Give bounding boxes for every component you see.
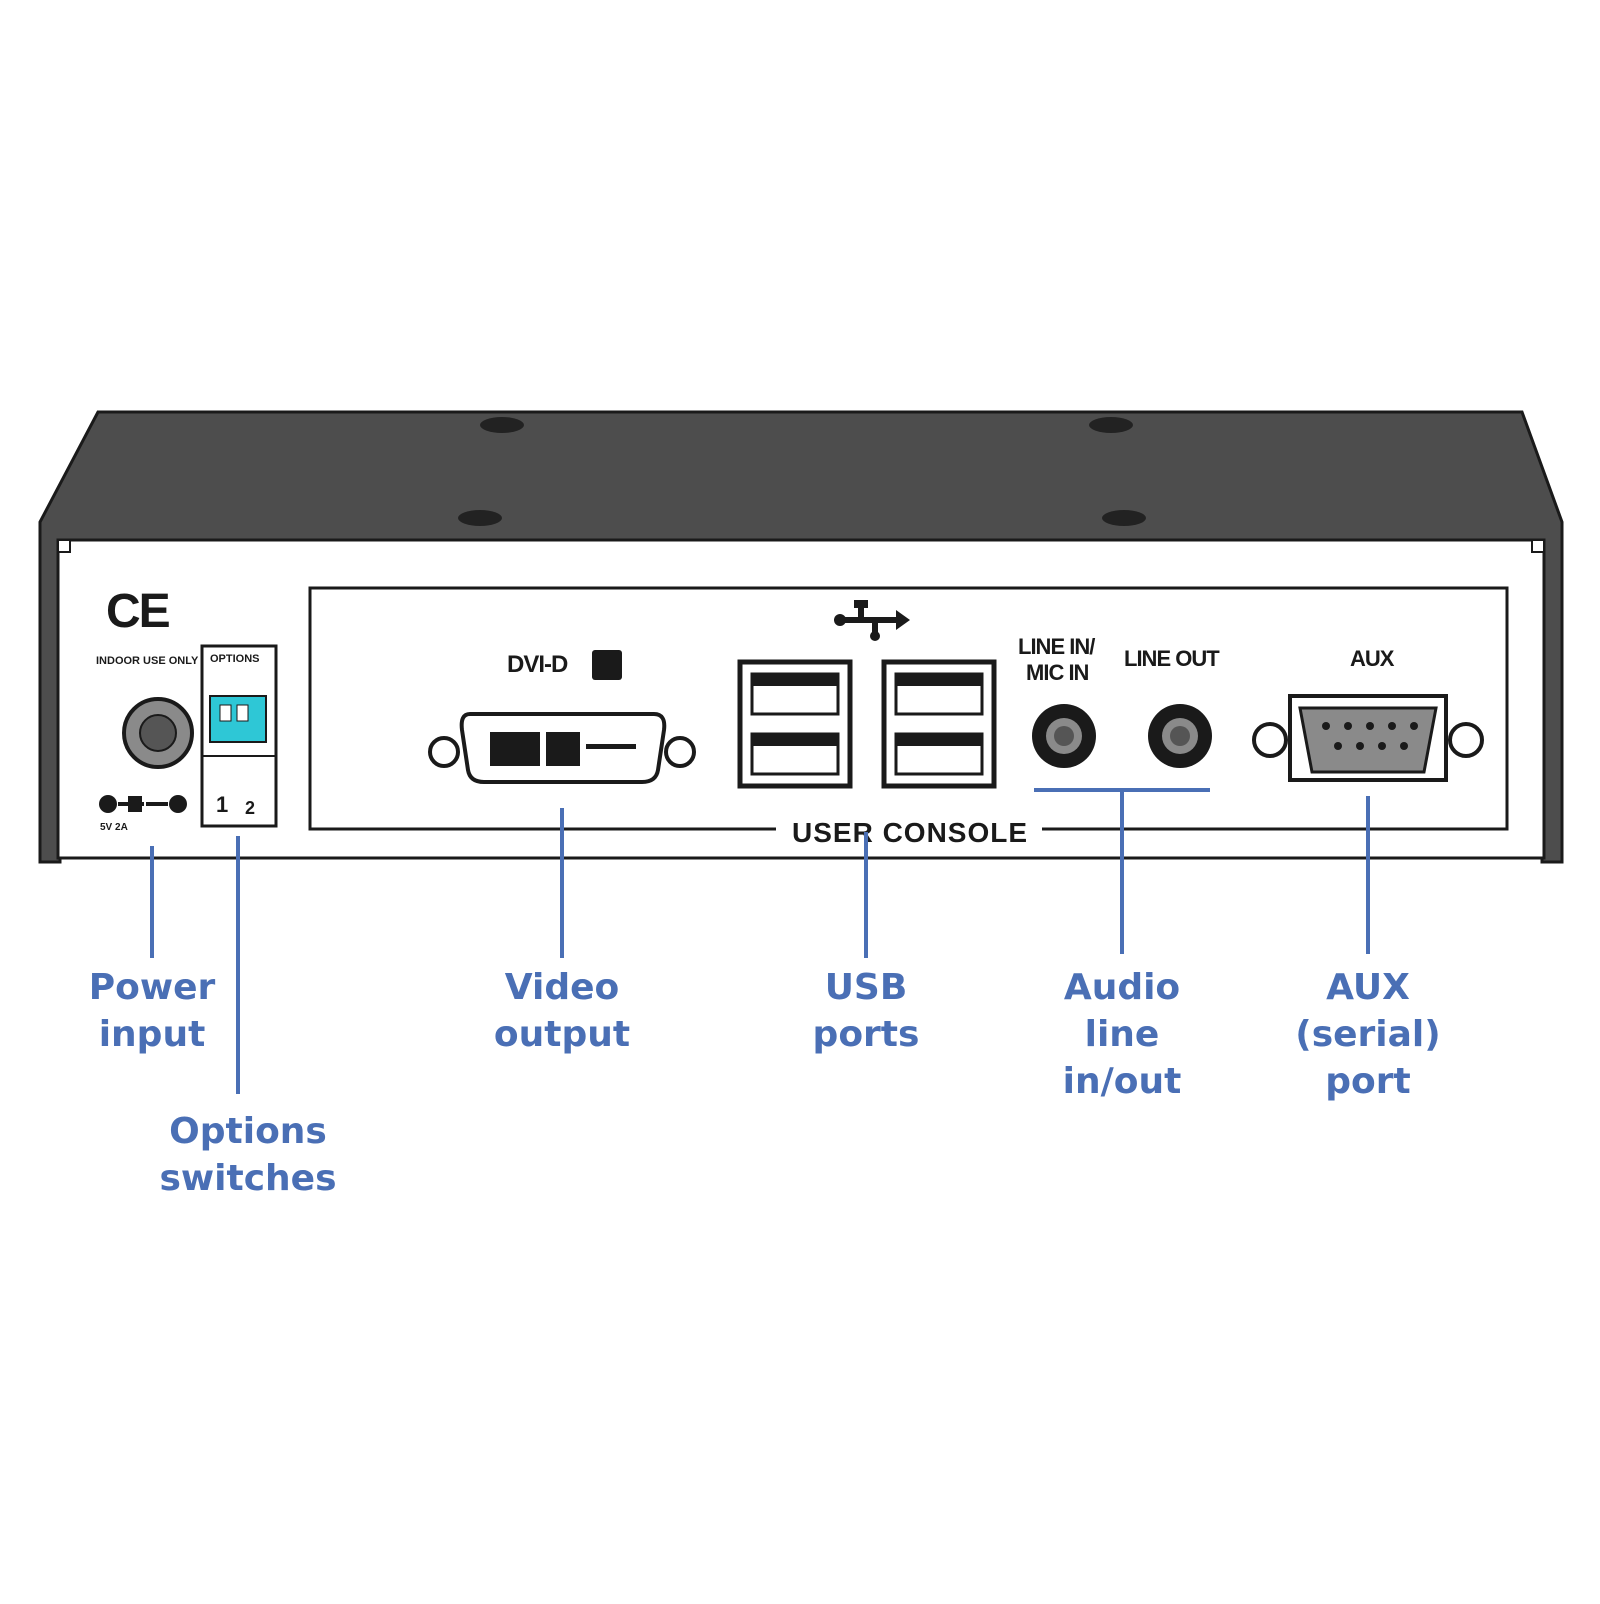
console-label-gap (776, 818, 1042, 842)
audio-port-group: LINE IN/ MIC IN LINE OUT (1018, 634, 1221, 768)
options-switch-block: OPTIONS 1 2 (200, 644, 278, 828)
switch-number-1: 1 (216, 792, 228, 817)
usb-port-group (737, 600, 997, 789)
lid-screw (480, 417, 524, 433)
dvi-label: DVI-D (507, 651, 568, 678)
aux-serial-port[interactable] (1298, 706, 1438, 774)
callout-aux-port: AUX (serial) port (1295, 967, 1441, 1102)
callout-audio-line: Audio line in/out (1062, 967, 1182, 1102)
aux-label: AUX (1350, 646, 1395, 671)
power-rating-text: 5V 2A (100, 822, 128, 833)
polarity-symbol (99, 795, 187, 813)
switch-number-2: 2 (245, 798, 255, 818)
line-in-label: LINE IN/ (1018, 634, 1095, 659)
face-corner-mark (1531, 539, 1545, 553)
ce-mark: CE (106, 585, 170, 638)
callout-usb-ports: USB ports (812, 967, 920, 1055)
dvi-port-group: DVI-D (428, 650, 696, 784)
dip-toggle-1[interactable] (219, 704, 232, 722)
callout-video-output: Video output (493, 967, 631, 1055)
user-console-panel: USER CONSOLE (308, 586, 1509, 848)
callout-options-switches: Options switches (159, 1111, 337, 1199)
line-out-label: LINE OUT (1124, 646, 1220, 671)
usb-trident-icon (834, 600, 910, 641)
lid-screw (1089, 417, 1133, 433)
power-area: CE INDOOR USE ONLY 5V 2A (96, 585, 199, 833)
user-console-label: USER CONSOLE (792, 817, 1028, 848)
dip-toggle-2[interactable] (236, 704, 249, 722)
indoor-use-label: INDOOR USE ONLY (96, 655, 199, 667)
options-header: OPTIONS (210, 653, 260, 665)
aux-pins (1322, 722, 1418, 750)
callout-lines (150, 788, 1370, 1094)
aux-screw-right (1448, 722, 1484, 758)
digital-only-icon (592, 650, 622, 680)
lid-screw (1102, 510, 1146, 526)
lid-screw (458, 510, 502, 526)
callout-power-input: Power input (88, 967, 216, 1055)
power-socket-inner (139, 714, 177, 752)
dvi-pins (490, 732, 636, 766)
dvi-screw-right (664, 736, 696, 768)
aux-screw-left (1252, 722, 1288, 758)
mic-in-label: MIC IN (1026, 660, 1089, 685)
aux-port-group: AUX (1252, 646, 1484, 782)
dvi-screw-left (428, 736, 460, 768)
face-corner-mark (57, 539, 71, 553)
